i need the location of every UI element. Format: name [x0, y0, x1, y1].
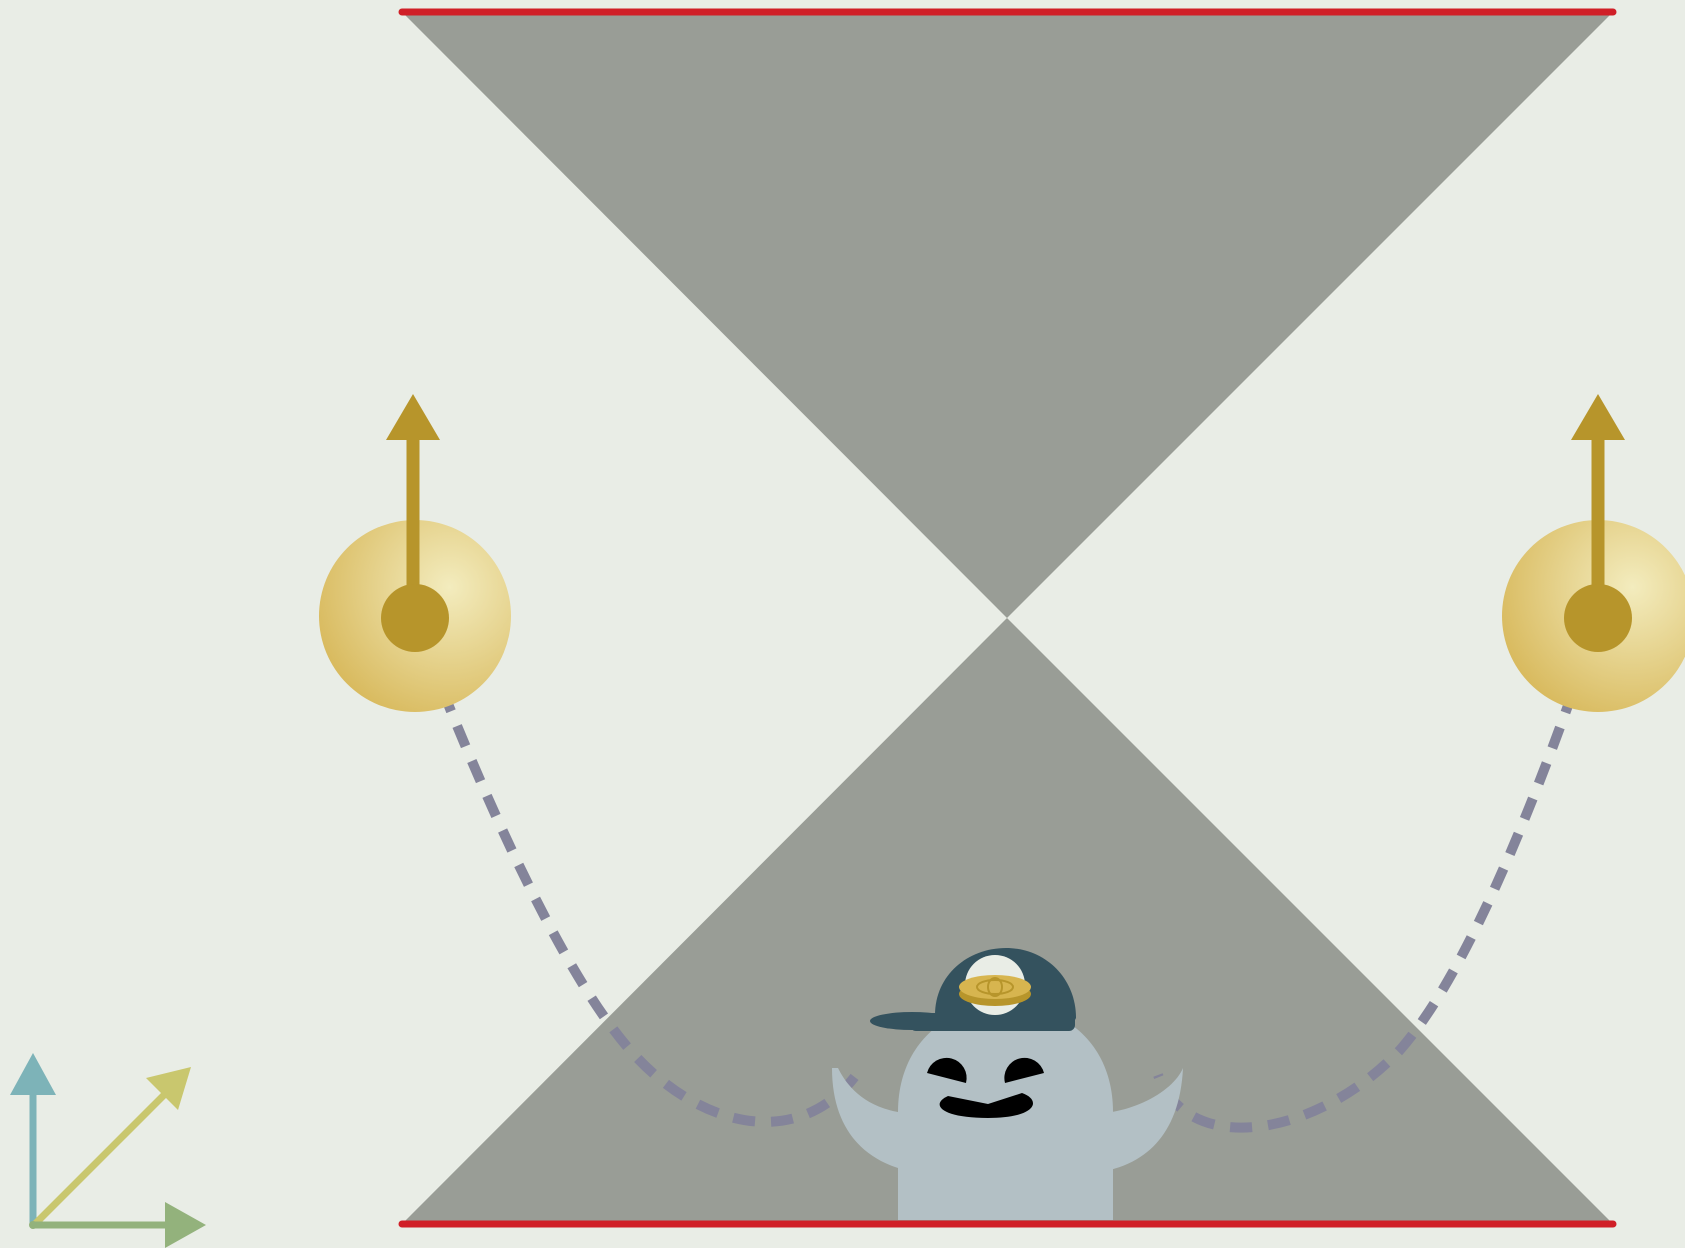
light-cone-upper — [402, 12, 1613, 618]
right-particle — [1502, 394, 1685, 712]
axes-icon — [10, 1053, 206, 1248]
left-particle-core — [381, 584, 449, 652]
left-particle-arrow-head — [386, 394, 440, 440]
cap-badge-icon — [959, 975, 1031, 1006]
left-particle — [319, 394, 511, 712]
right-particle-core — [1564, 584, 1632, 652]
right-particle-arrow-head — [1571, 394, 1625, 440]
